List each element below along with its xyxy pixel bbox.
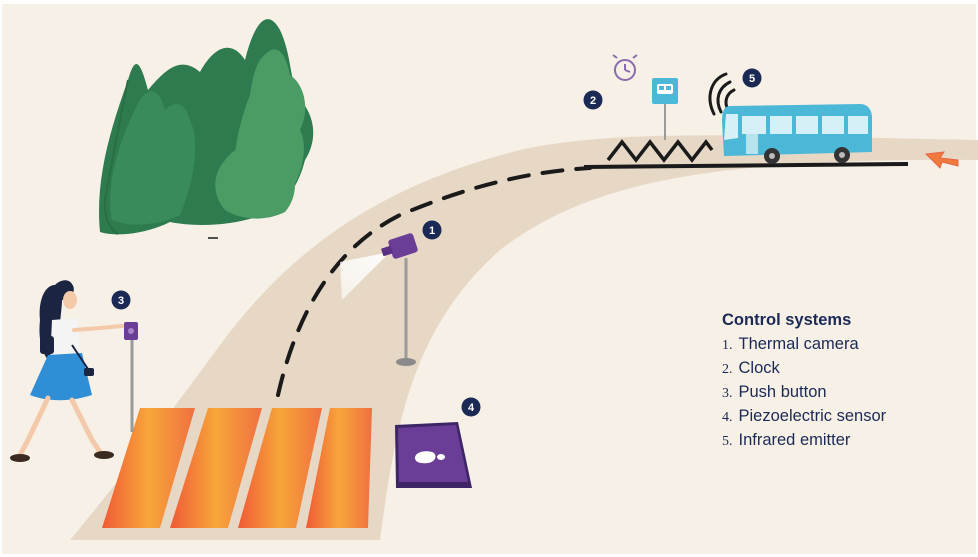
legend-item-thermal-camera: 1. Thermal camera: [722, 333, 886, 357]
road-centre-dashes: [276, 166, 592, 397]
crosswalk: [102, 408, 372, 528]
legend-item-label: Thermal camera: [738, 335, 859, 353]
legend-item-number: 1.: [722, 338, 733, 353]
legend-item-label: Push button: [738, 383, 827, 401]
bus-stop-sign-icon: [652, 78, 678, 140]
thermal-camera-icon: [340, 233, 418, 366]
svg-text:4: 4: [468, 402, 475, 414]
zigzag-marking: [606, 139, 714, 163]
marker-2: 2: [583, 90, 603, 110]
legend-item-infrared-emitter: 5. Infrared emitter: [722, 429, 886, 453]
svg-text:2: 2: [590, 95, 596, 107]
svg-text:3: 3: [118, 295, 124, 307]
clock-icon: [612, 54, 638, 81]
stop-line: [583, 162, 909, 169]
legend-item-label: Piezoelectric sensor: [738, 407, 887, 425]
trees-icon: [99, 19, 314, 235]
legend-item-push-button: 3. Push button: [722, 381, 886, 405]
piezo-sensor-icon: [395, 422, 472, 488]
pedestrian-icon: [10, 280, 124, 462]
marker-4: 4: [461, 397, 481, 417]
direction-arrow-icon: [924, 151, 959, 169]
svg-text:5: 5: [749, 73, 755, 85]
legend-item-number: 4.: [722, 410, 733, 425]
marker-1: 1: [422, 220, 442, 240]
legend-item-piezoelectric-sensor: 4. Piezoelectric sensor: [722, 405, 886, 429]
legend: Control systems 1. Thermal camera 2. Clock…: [722, 311, 886, 453]
legend-title: Control systems: [722, 311, 852, 329]
legend-item-number: 2.: [722, 362, 733, 377]
legend-list: 1. Thermal camera 2. Clock 3. Push button 4…: [722, 333, 886, 453]
legend-item-clock: 2. Clock: [722, 357, 886, 381]
marker-3: 3: [111, 290, 131, 310]
legend-item-number: 5.: [722, 434, 733, 449]
bus-icon: [722, 104, 872, 164]
push-button-icon: [124, 322, 138, 432]
legend-item-number: 3.: [722, 386, 733, 401]
svg-text:1: 1: [429, 225, 435, 237]
marker-5: 5: [742, 68, 762, 88]
legend-item-label: Infrared emitter: [738, 431, 851, 449]
legend-item-label: Clock: [738, 359, 780, 377]
